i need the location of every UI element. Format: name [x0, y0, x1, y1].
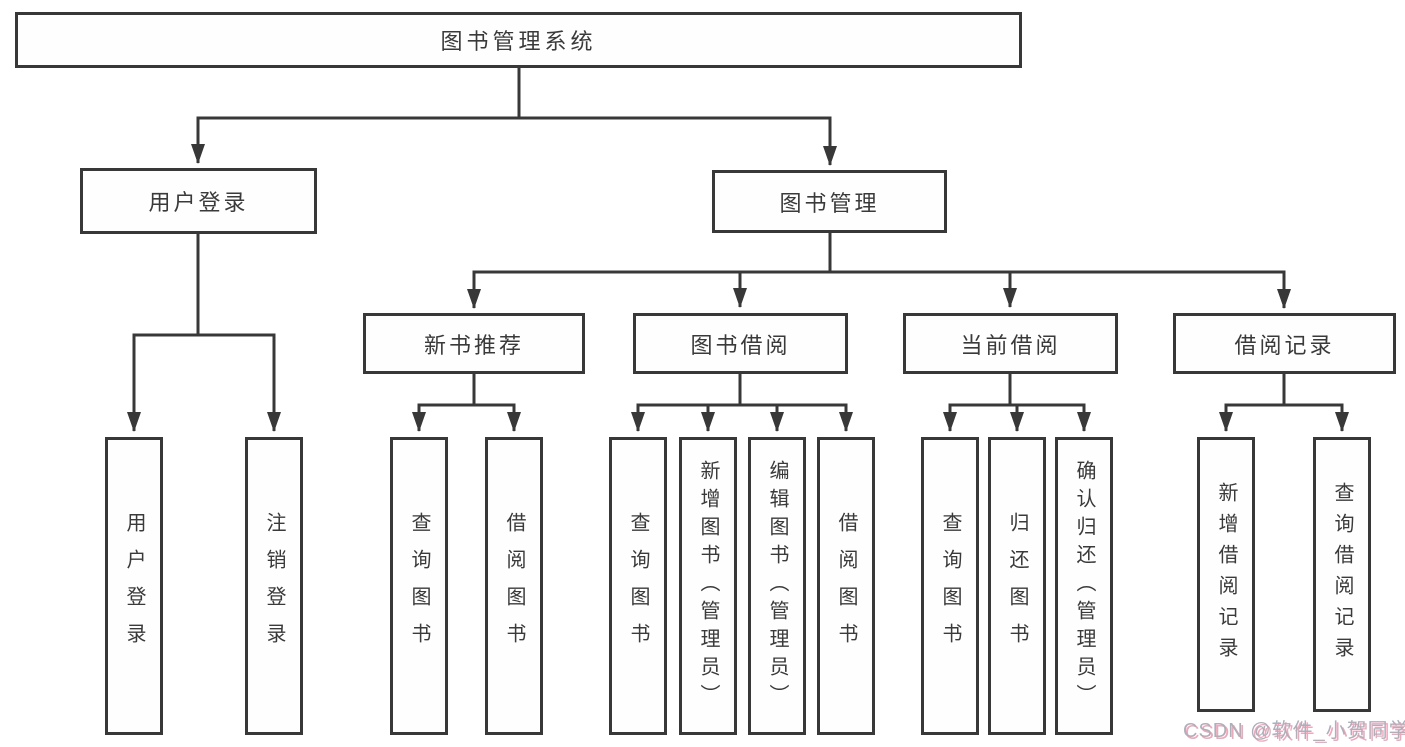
- leaf-query-books-borrowing: 查询图书: [609, 437, 667, 735]
- leaf-edit-book-admin: 编辑图书（管理员）: [748, 437, 806, 735]
- node-borrow-records: 借阅记录: [1173, 313, 1396, 374]
- csdn-watermark: CSDN @软件_小贺同学: [1183, 720, 1405, 742]
- leaf-query-books-current: 查询图书: [921, 437, 979, 735]
- leaf-borrow-books-borrowing: 借阅图书: [817, 437, 875, 735]
- leaf-user-login: 用户登录: [105, 437, 163, 735]
- leaf-return-books: 归还图书: [988, 437, 1046, 735]
- node-current-borrowing: 当前借阅: [903, 313, 1118, 374]
- leaf-add-borrow-record: 新增借阅记录: [1197, 437, 1255, 712]
- node-book-borrowing: 图书借阅: [633, 313, 848, 374]
- node-new-book-recommend: 新书推荐: [363, 313, 585, 374]
- leaf-confirm-return-admin: 确认归还（管理员）: [1055, 437, 1113, 735]
- node-book-management: 图书管理: [712, 170, 947, 233]
- leaf-borrow-books-recommend: 借阅图书: [485, 437, 543, 735]
- leaf-query-borrow-record: 查询借阅记录: [1313, 437, 1371, 712]
- leaf-logout-login: 注销登录: [245, 437, 303, 735]
- node-library-management-system: 图书管理系统: [15, 12, 1022, 68]
- node-user-login: 用户登录: [80, 168, 317, 234]
- leaf-query-books-recommend: 查询图书: [390, 437, 448, 735]
- leaf-add-book-admin: 新增图书（管理员）: [679, 437, 737, 735]
